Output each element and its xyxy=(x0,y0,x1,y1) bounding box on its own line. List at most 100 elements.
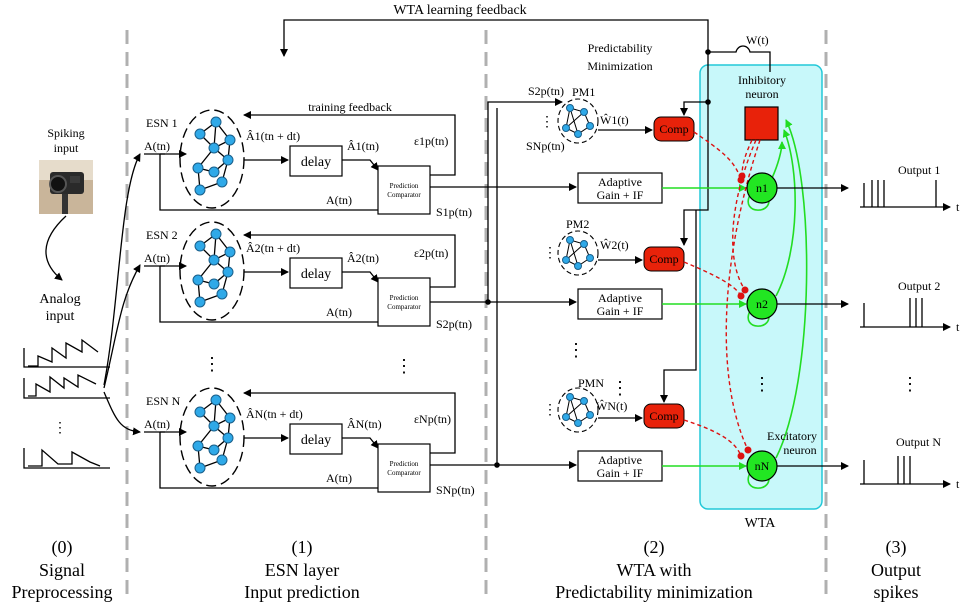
pm-weight-2: Ŵ2(t) xyxy=(600,238,629,252)
analog-signal-n xyxy=(23,448,110,469)
wta-region xyxy=(699,64,823,510)
svg-text:Signal: Signal xyxy=(39,560,85,580)
stage-caption-2: (2) WTA with Predictability minimization xyxy=(555,537,752,602)
esn-pred-now: ÂN(tn) xyxy=(347,417,382,431)
comparator-label-2: Comparator xyxy=(387,469,421,477)
wta-feedback-line xyxy=(280,19,709,57)
comp-label-n: Comp xyxy=(649,409,678,423)
stage-caption-1: (1) ESN layer Input prediction xyxy=(244,537,359,602)
analog-signal-2 xyxy=(23,373,110,399)
svg-text:ESN layer: ESN layer xyxy=(265,560,339,580)
pm-name-2: PM2 xyxy=(566,217,589,231)
w-bus-lower xyxy=(660,210,697,403)
esn-output-signal: S1p(tn) xyxy=(436,205,472,219)
pm-weight-1: Ŵ1(t) xyxy=(600,113,629,127)
inhib-to-nn xyxy=(725,139,761,451)
pm-input-bottom: SNp(tn) xyxy=(526,139,565,153)
prediction-comparator-box xyxy=(377,443,431,493)
pm-name-1: PM1 xyxy=(572,85,595,99)
training-feedback-label: training feedback xyxy=(308,100,392,114)
pm-left-dots-2: ⋮ xyxy=(543,246,557,261)
analog-input-label-2: input xyxy=(46,309,75,324)
esn-name: ESN 1 xyxy=(146,116,178,130)
svg-text:(0): (0) xyxy=(52,537,73,558)
w-bus-junction-1 xyxy=(705,49,711,55)
excitatory-neuron-2: n2 xyxy=(746,288,778,327)
wta-label: WTA xyxy=(745,516,777,531)
stage-caption-0: (0) Signal Preprocessing xyxy=(12,537,113,602)
esn-input-signal: A(tn) xyxy=(144,251,170,265)
esn-input-signal: A(tn) xyxy=(144,139,170,153)
output-spikes-1: Output 1 t xyxy=(860,163,960,214)
svg-text:n1: n1 xyxy=(756,181,768,195)
prediction-comparator-box xyxy=(377,277,431,327)
svg-text:Adaptive: Adaptive xyxy=(598,453,642,467)
nn-to-inhib xyxy=(775,119,808,459)
output-dots: ⋮ xyxy=(901,374,919,394)
pm-header-1: Predictability xyxy=(588,41,653,55)
svg-text:(3): (3) xyxy=(886,537,907,558)
svg-text:spikes: spikes xyxy=(874,582,919,602)
camera-to-analog-arrow xyxy=(45,215,67,281)
esn-name: ESN N xyxy=(146,394,181,408)
pm-network-n xyxy=(557,387,599,433)
inhib-to-n2 xyxy=(732,139,757,291)
stage-caption-3: (3) Output spikes xyxy=(871,537,921,602)
inhibitory-label-1: Inhibitory xyxy=(738,73,786,87)
comp-box-2 xyxy=(643,246,685,272)
n2-to-inhib xyxy=(775,129,796,297)
camera-icon xyxy=(39,160,93,214)
pm-input-top: S2p(tn) xyxy=(528,84,564,98)
training-feedback-line xyxy=(243,389,456,454)
comparator-label-1: Prediction xyxy=(390,294,419,302)
training-feedback-line xyxy=(243,231,456,288)
delay-box xyxy=(289,145,343,177)
w-bus-top xyxy=(708,45,771,72)
s2-to-pm-bus xyxy=(487,98,563,302)
delay-label: delay xyxy=(301,267,331,282)
gain-dots: ⋮ xyxy=(611,378,629,398)
analog-to-esn1-arrow xyxy=(103,153,141,386)
pm-network-1 xyxy=(557,98,599,144)
svg-text:Gain + IF: Gain + IF xyxy=(597,188,644,202)
wta-feedback-label: WTA learning feedback xyxy=(393,3,526,18)
comp-label-2: Comp xyxy=(649,252,678,266)
esn-name: ESN 2 xyxy=(146,228,178,242)
pm-dots: ⋮ xyxy=(567,340,585,360)
pm-input-dots: ⋮ xyxy=(540,115,554,130)
comp-box-n xyxy=(643,403,685,429)
esn-error: ε1p(tn) xyxy=(414,134,448,148)
comp2-inhibit-line xyxy=(683,261,742,297)
inhibitory-label-2: neuron xyxy=(745,87,778,101)
analog-to-escn-arrow xyxy=(103,391,141,436)
bus-junction-1 xyxy=(485,299,491,305)
esn-block-1: ESN 1 A(tn) training feedback Â1(tn + dt… xyxy=(144,100,472,219)
svg-text:Gain + IF: Gain + IF xyxy=(597,466,644,480)
analog-dots: ⋮ xyxy=(53,421,67,436)
esn-input-signal: A(tn) xyxy=(144,417,170,431)
compn-inhibit-line xyxy=(683,419,742,457)
delay-box xyxy=(289,257,343,289)
output-spikes-n: Output N t xyxy=(860,435,960,491)
svg-text:Preprocessing: Preprocessing xyxy=(12,582,113,602)
esn-dots-1: ⋮ xyxy=(203,354,221,374)
svg-text:Output 2: Output 2 xyxy=(898,279,940,293)
excitatory-label-2: neuron xyxy=(783,443,816,457)
pm-name-n: PMN xyxy=(578,376,604,390)
esn-input-signal-2: A(tn) xyxy=(326,471,352,485)
esn-block-2: ESN 2 A(tn) Â2(tn + dt) delay Â2(tn) ε2p… xyxy=(144,221,472,331)
delay-label: delay xyxy=(301,433,331,448)
spiking-input-label-2: input xyxy=(54,141,79,155)
pm-network-2 xyxy=(557,230,599,276)
neuron-dots: ⋮ xyxy=(753,374,771,394)
svg-text:WTA with: WTA with xyxy=(616,560,691,580)
delay-label: delay xyxy=(301,155,331,170)
analog-input-label-1: Analog xyxy=(39,292,80,307)
excitatory-label-1: Excitatory xyxy=(767,429,817,443)
esn-pred-now: Â2(tn) xyxy=(347,251,379,265)
spiking-input-label-1: Spiking xyxy=(47,126,84,140)
comparator-label-1: Prediction xyxy=(390,460,419,468)
esn-dots-2: ⋮ xyxy=(395,356,413,376)
esn-pred-next: ÂN(tn + dt) xyxy=(246,407,303,421)
svg-text:Adaptive: Adaptive xyxy=(598,291,642,305)
